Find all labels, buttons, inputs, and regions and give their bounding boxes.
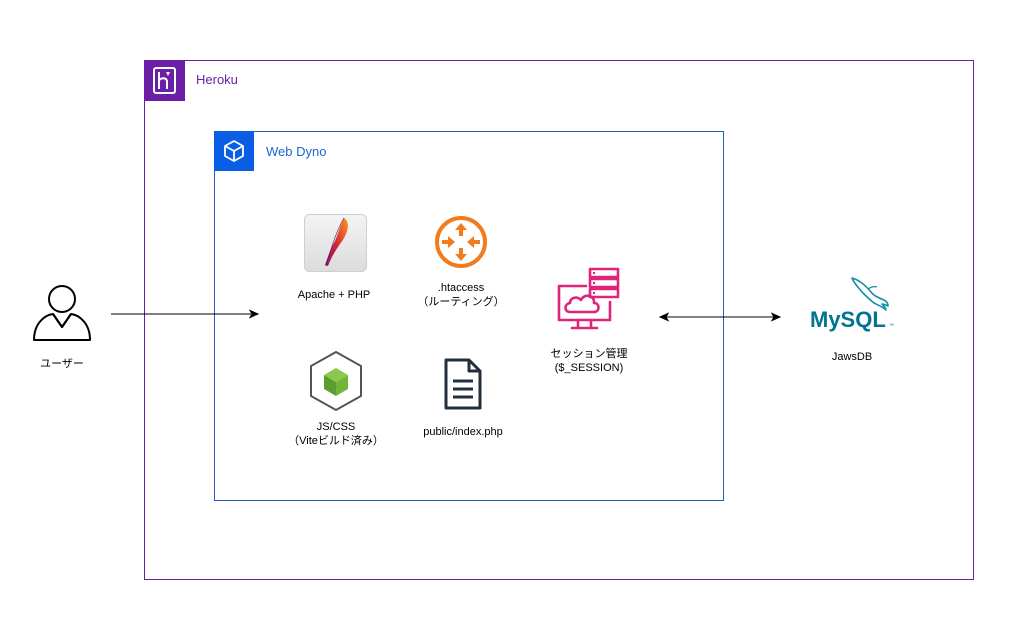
- apache-feather-icon: [304, 214, 367, 272]
- heroku-group-frame: [144, 60, 974, 580]
- document-icon: [443, 357, 483, 411]
- session-mysql-arrow: [658, 309, 782, 325]
- jscss-label-line2: （Viteビルド済み）: [288, 435, 384, 447]
- web-dyno-group-label: Web Dyno: [266, 144, 327, 159]
- mysql-logo-text: MySQL: [810, 307, 886, 332]
- jscss-label-line1: JS/CSS: [316, 421, 356, 433]
- htaccess-label-line1: .htaccess: [437, 282, 485, 294]
- router-icon: [433, 214, 489, 270]
- mysql-logo-icon: MySQL ™: [808, 276, 898, 334]
- session-label-line1: セッション管理: [550, 348, 628, 360]
- user-to-apache-arrow: [110, 306, 260, 322]
- user-icon: [31, 283, 93, 343]
- htaccess-label: .htaccess （ルーティング）: [400, 281, 522, 309]
- heroku-logo-icon: [144, 60, 185, 101]
- htaccess-label-line2: （ルーティング）: [417, 296, 505, 308]
- nodejs-cube-icon: [308, 350, 364, 412]
- index-label: public/index.php: [423, 426, 503, 438]
- heroku-group-label: Heroku: [196, 72, 238, 87]
- web-dyno-group-frame: [214, 131, 724, 501]
- apache-label: Apache + PHP: [297, 289, 371, 301]
- user-label: ユーザー: [40, 358, 84, 370]
- cloud-server-icon: [556, 266, 622, 332]
- dyno-cube-icon: [214, 131, 254, 171]
- svg-text:™: ™: [889, 323, 894, 329]
- session-label-line2: ($_SESSION): [554, 362, 624, 374]
- mysql-label: JawsDB: [831, 351, 873, 363]
- session-label: セッション管理 ($_SESSION): [528, 347, 650, 375]
- jscss-label: JS/CSS （Viteビルド済み）: [270, 420, 402, 448]
